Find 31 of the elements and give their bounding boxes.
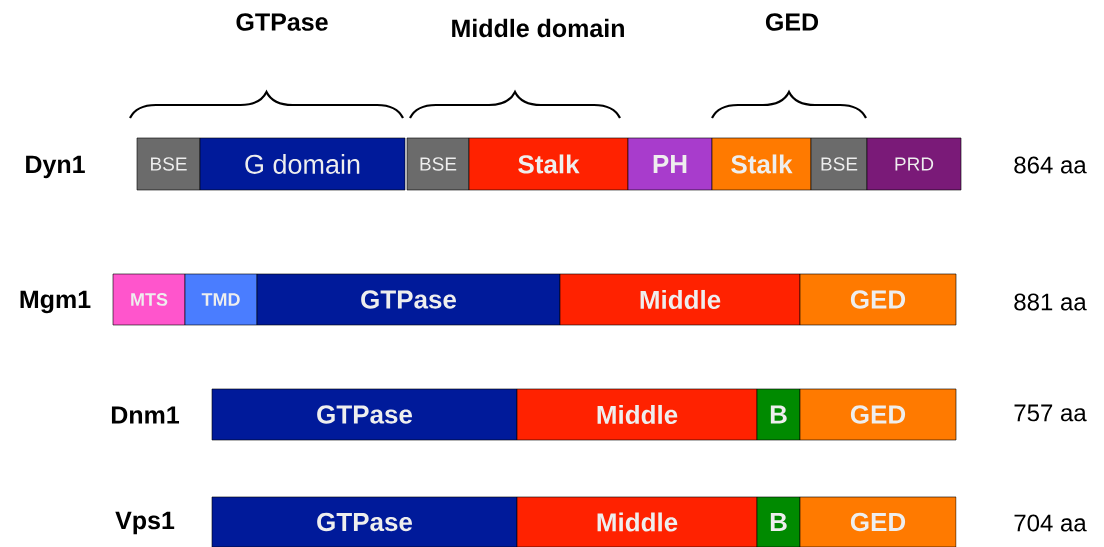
row-label: Dyn1 — [26, 155, 85, 179]
domain-box: Stalk — [468, 137, 629, 191]
domain-box: BSE — [810, 137, 868, 191]
row-label: Dnm1 — [111, 406, 180, 424]
length-label: 704 aa — [1014, 514, 1087, 532]
domain-box: GTPase — [211, 388, 518, 441]
domain-box: Middle — [516, 388, 758, 441]
domain-heading: GTPase — [236, 13, 328, 31]
domain-box: GTPase — [256, 273, 561, 326]
row-label: Vps1 — [115, 511, 175, 535]
domain-box: G domain — [199, 137, 406, 191]
domain-box: B — [756, 496, 801, 547]
domain-box: Middle — [516, 496, 758, 547]
domain-box: GTPase — [211, 496, 518, 547]
length-label: 864 aa — [1014, 156, 1087, 174]
domain-box: PH — [627, 137, 713, 191]
length-label: 757 aa — [1014, 404, 1087, 422]
domain-heading: Middle domain — [452, 18, 624, 38]
domain-box: BSE — [136, 137, 201, 191]
domain-box: B — [756, 388, 801, 441]
domain-heading: GED — [765, 13, 819, 31]
domain-box: PRD — [866, 137, 962, 191]
domain-box: Stalk — [711, 137, 812, 191]
domain-box: GED — [799, 388, 957, 441]
domain-box: TMD — [184, 273, 258, 326]
domain-box: Middle — [559, 273, 801, 326]
domain-box: MTS — [112, 273, 186, 326]
domain-box: BSE — [406, 137, 470, 191]
domain-box: GED — [799, 273, 957, 326]
domain-box: GED — [799, 496, 957, 547]
length-label: 881 aa — [1014, 293, 1087, 311]
